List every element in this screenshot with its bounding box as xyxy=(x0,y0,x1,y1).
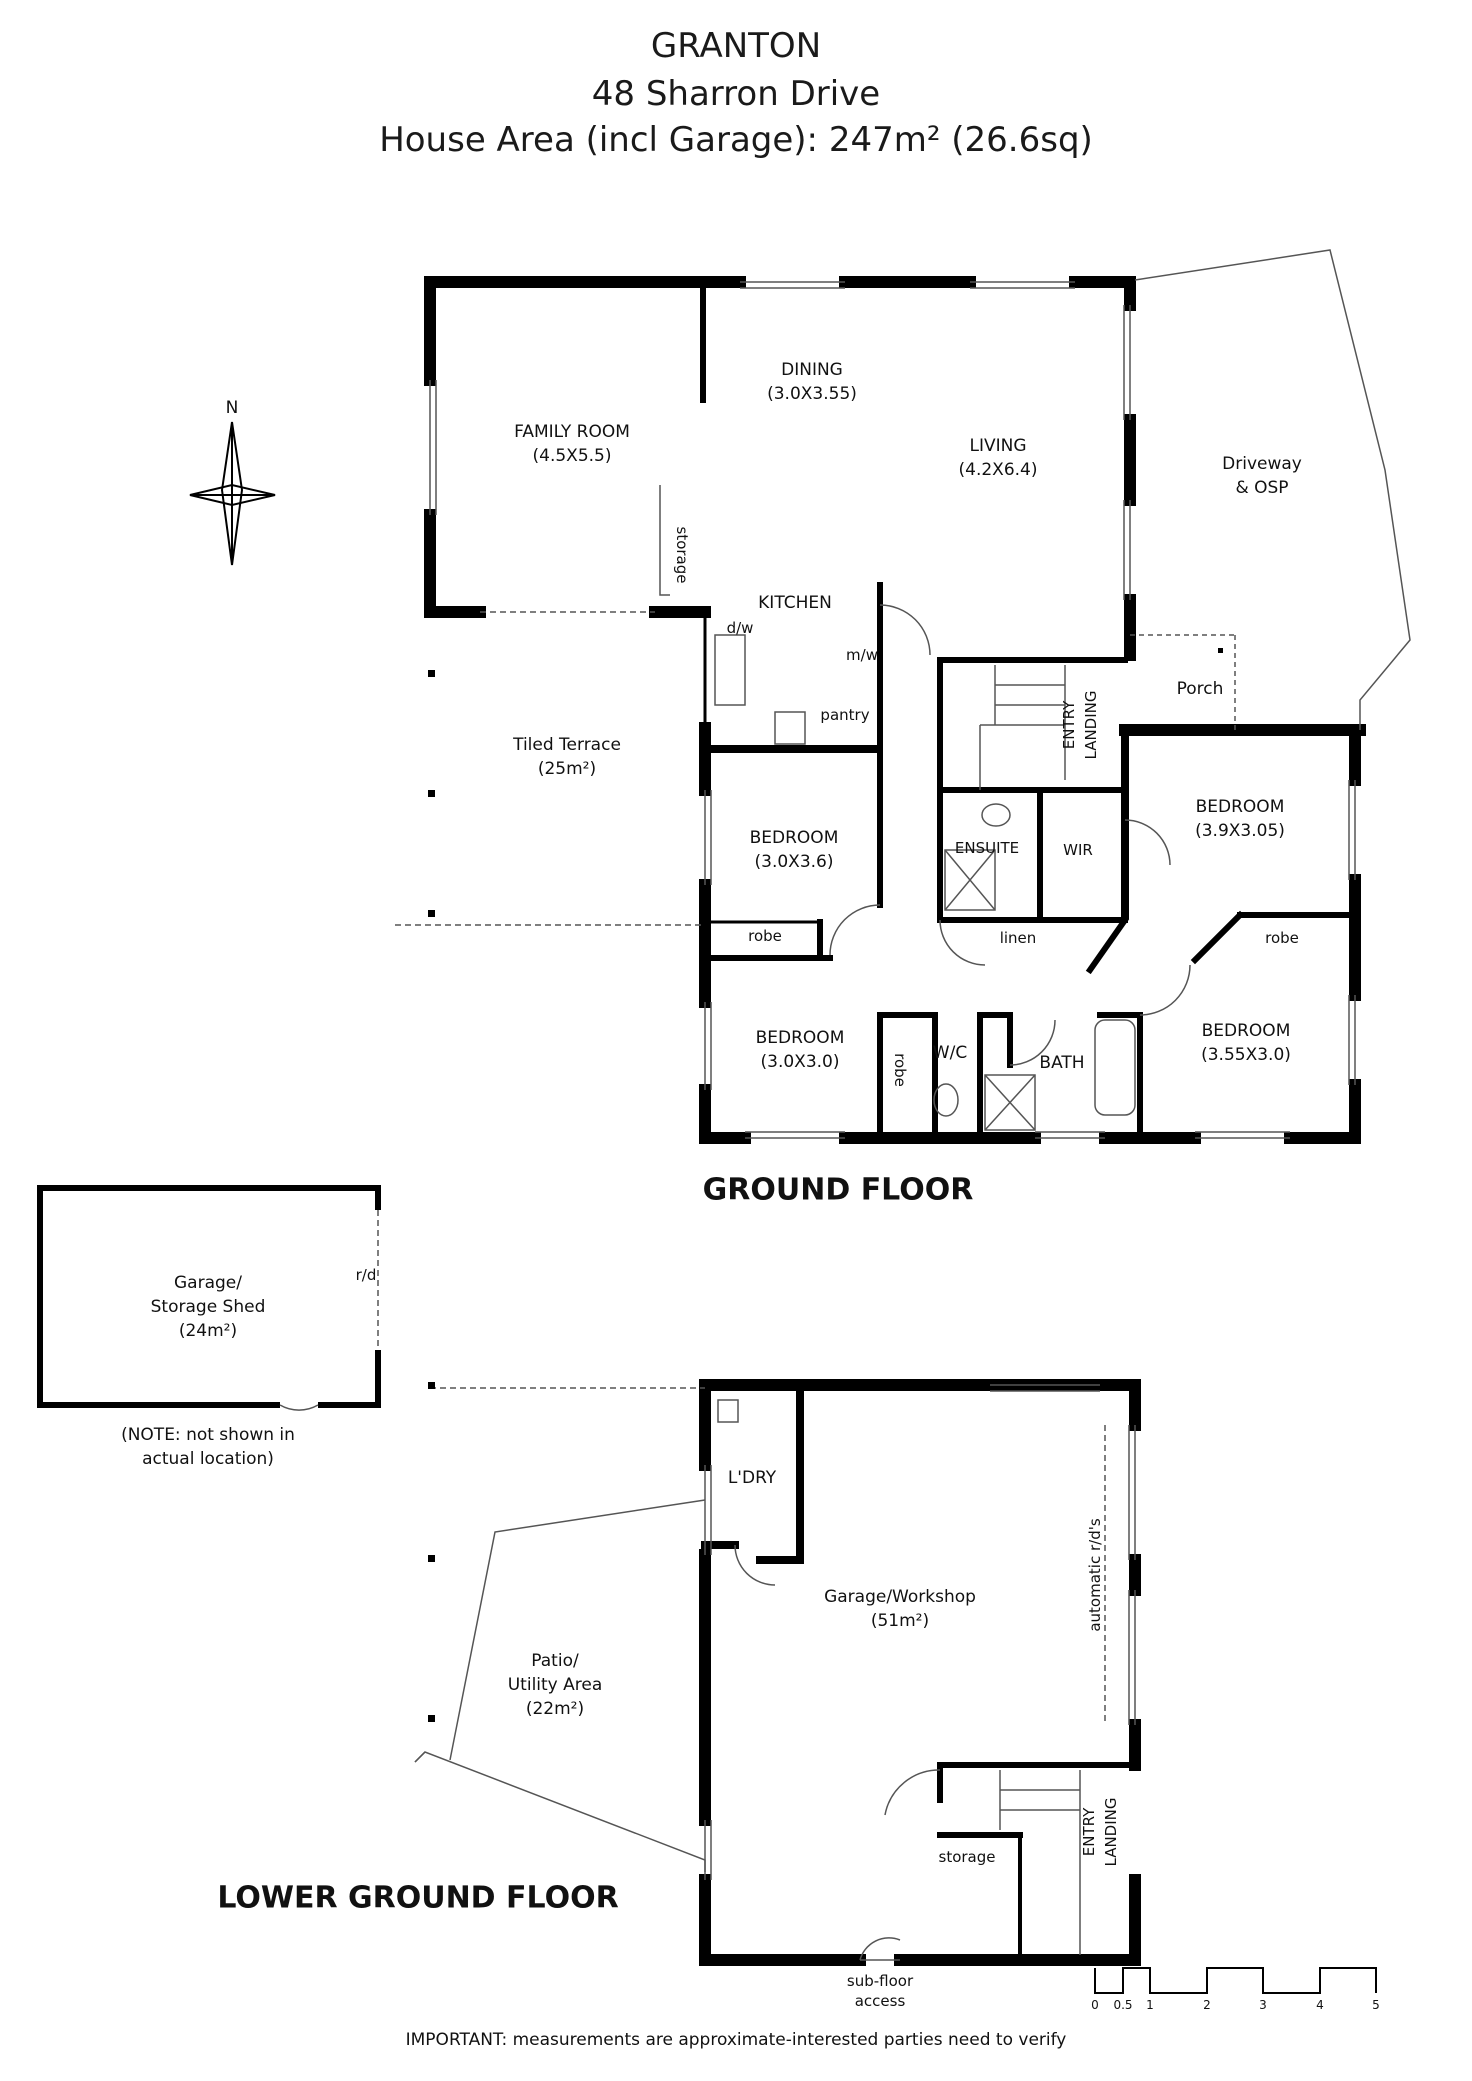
ground-floor-details xyxy=(395,249,1411,1139)
garage-name: Garage/Workshop xyxy=(824,1587,976,1607)
ground-floor-walls xyxy=(424,276,1366,1144)
scale-tick-0: 0 xyxy=(1091,1998,1099,2012)
subfloor-line-1: sub-floor xyxy=(846,1972,914,1990)
patio-posts xyxy=(428,1382,435,1722)
robe-b-label: robe xyxy=(1265,929,1299,947)
linen-label: linen xyxy=(999,929,1037,947)
scale-tick-2: 2 xyxy=(1203,1998,1211,2012)
shed-note-1: (NOTE: not shown in xyxy=(121,1425,295,1445)
lower-ground-floor-title: LOWER GROUND FLOOR xyxy=(217,1880,619,1916)
bath-label: BATH xyxy=(1039,1053,1085,1073)
living-name: LIVING xyxy=(969,436,1027,456)
ensuite-label: ENSUITE xyxy=(954,839,1020,857)
footer-important: IMPORTANT: xyxy=(405,2030,508,2050)
porch-label: Porch xyxy=(1176,679,1224,699)
subfloor-line-2: access xyxy=(854,1992,906,2010)
shed-size: (24m²) xyxy=(178,1321,238,1341)
footer-disclaimer: IMPORTANT: measurements are approximate-… xyxy=(0,2030,1472,2050)
wir-label: WIR xyxy=(1063,841,1093,859)
compass-north-label: N xyxy=(225,398,239,418)
shed-outline xyxy=(37,1185,381,1408)
footer-text: measurements are approximate-interested … xyxy=(507,2030,1067,2050)
driveway-label-2: & OSP xyxy=(1235,478,1289,498)
patio-line-1: Patio/ xyxy=(531,1651,579,1671)
living-size: (4.2X6.4) xyxy=(958,460,1038,480)
dining-name: DINING xyxy=(781,360,843,380)
ground-floor-title: GROUND FLOOR xyxy=(702,1172,974,1208)
bedroom-b-name: BEDROOM xyxy=(1195,797,1285,817)
shed-name-2: Storage Shed xyxy=(150,1297,266,1317)
bedroom-a-name: BEDROOM xyxy=(749,828,839,848)
roller-doors-label: automatic r/d's xyxy=(1086,1518,1104,1632)
house-area: House Area (incl Garage): 247m² (26.6sq) xyxy=(379,120,1093,160)
scale-tick-1: 1 xyxy=(1146,1998,1154,2012)
terrace-name: Tiled Terrace xyxy=(513,735,621,755)
patio-line-2: Utility Area xyxy=(507,1675,603,1695)
pantry-label: pantry xyxy=(820,706,870,724)
laundry-label: L'DRY xyxy=(727,1468,777,1488)
dining-size: (3.0X3.55) xyxy=(767,384,857,404)
terrace-posts xyxy=(428,648,1223,917)
kitchen-label: KITCHEN xyxy=(758,593,832,613)
family-room-name: FAMILY ROOM xyxy=(514,422,630,442)
bedroom-d-name: BEDROOM xyxy=(1201,1021,1291,1041)
property-suburb: GRANTON xyxy=(650,26,822,66)
compass-icon xyxy=(189,421,276,566)
microwave-label: m/w xyxy=(846,646,878,664)
dishwasher-label: d/w xyxy=(726,619,754,637)
driveway-label: Driveway xyxy=(1222,454,1302,474)
family-room-size: (4.5X5.5) xyxy=(532,446,612,466)
scale-tick-4: 4 xyxy=(1316,1998,1324,2012)
bedroom-b-size: (3.9X3.05) xyxy=(1195,821,1285,841)
scale-bar xyxy=(1094,1967,1377,1994)
scale-tick-3: 3 xyxy=(1259,1998,1267,2012)
wc-label: W/C xyxy=(932,1043,968,1063)
robe-a-label: robe xyxy=(748,927,782,945)
property-address: 48 Sharron Drive xyxy=(591,74,881,114)
patio-size: (22m²) xyxy=(525,1699,585,1719)
shed-note-2: actual location) xyxy=(142,1449,274,1469)
bedroom-c-name: BEDROOM xyxy=(755,1028,845,1048)
bedroom-c-size: (3.0X3.0) xyxy=(760,1052,840,1072)
terrace-size: (25m²) xyxy=(537,759,597,779)
bedroom-d-size: (3.55X3.0) xyxy=(1201,1045,1291,1065)
shed-roller-door-label: r/d xyxy=(355,1266,377,1284)
garage-size: (51m²) xyxy=(870,1611,930,1631)
scale-tick-5: 5 xyxy=(1372,1998,1380,2012)
bedroom-a-size: (3.0X3.6) xyxy=(754,852,834,872)
storage-label: storage xyxy=(673,526,691,584)
lower-storage-label: storage xyxy=(938,1848,996,1866)
shed-name: Garage/ xyxy=(174,1273,242,1293)
scale-tick-0-5: 0.5 xyxy=(1113,1998,1133,2012)
robe-c-label: robe xyxy=(891,1053,909,1087)
